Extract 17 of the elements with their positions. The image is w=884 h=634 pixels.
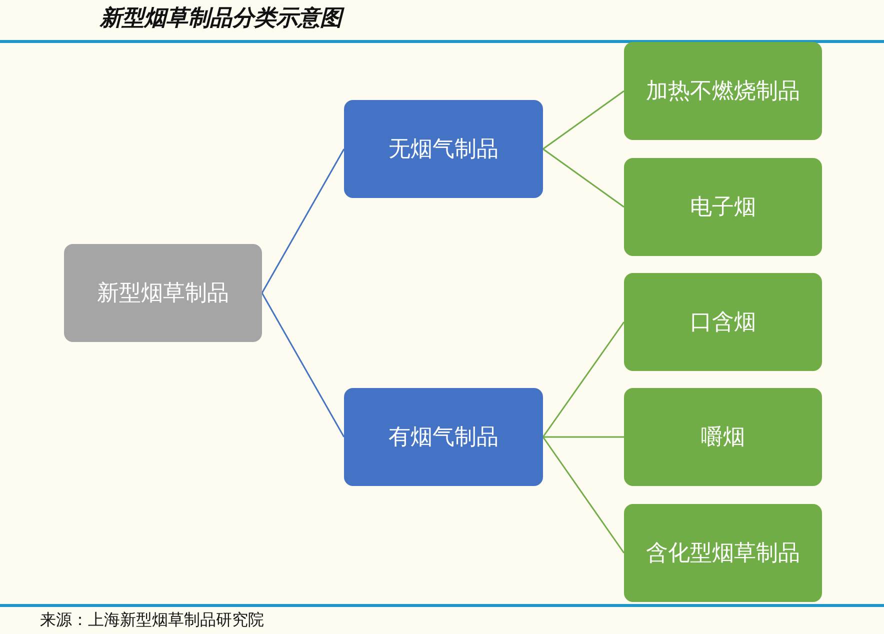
connector-line	[542, 436, 625, 554]
category-box: 嚼烟	[624, 388, 822, 486]
connector-line	[543, 436, 624, 438]
connector-line	[261, 148, 345, 294]
category-box: 无烟气制品	[344, 100, 543, 198]
category-box: 含化型烟草制品	[624, 504, 822, 602]
connector-line	[261, 292, 345, 438]
category-box: 加热不燃烧制品	[624, 42, 822, 140]
title: 新型烟草制品分类示意图	[100, 3, 342, 33]
category-box: 有烟气制品	[344, 388, 543, 486]
connector-line	[542, 322, 625, 438]
source-note: 来源：上海新型烟草制品研究院	[40, 610, 264, 631]
category-box: 新型烟草制品	[64, 244, 262, 342]
connector-line	[542, 148, 624, 208]
category-box: 口含烟	[624, 273, 822, 371]
category-box: 电子烟	[624, 158, 822, 256]
connector-line	[542, 90, 624, 150]
